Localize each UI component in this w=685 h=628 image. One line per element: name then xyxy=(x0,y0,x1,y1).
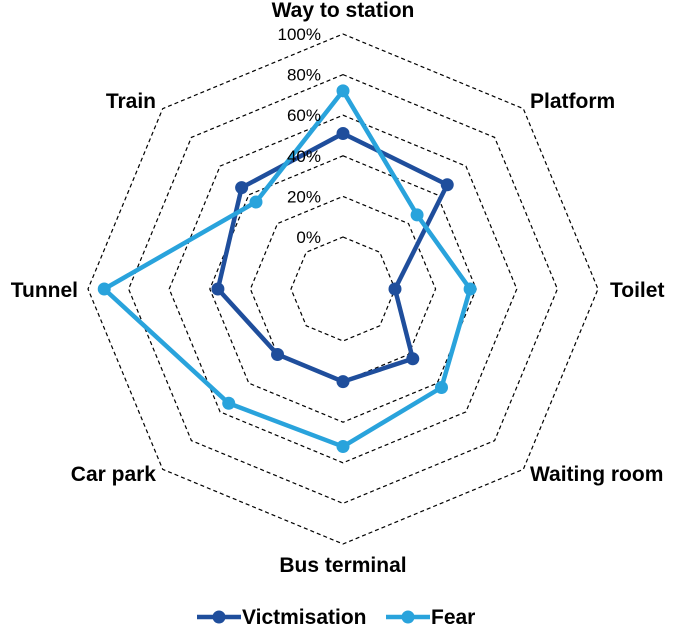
data-point xyxy=(222,396,236,410)
series-0 xyxy=(211,126,454,389)
tick-label: 40% xyxy=(287,147,321,166)
data-point xyxy=(336,440,350,454)
data-point xyxy=(410,208,424,222)
category-label: Way to station xyxy=(272,0,415,22)
category-label: Bus terminal xyxy=(279,554,406,577)
data-point xyxy=(271,347,285,361)
radial-tick-labels: 0% 20% 40% 60% 80% 100% xyxy=(278,25,321,247)
radar-series xyxy=(97,84,477,454)
category-label: Waiting room xyxy=(530,463,663,486)
legend-item: Victmisation xyxy=(197,606,366,628)
legend-item: Fear xyxy=(386,606,475,628)
data-point xyxy=(406,352,420,366)
data-point xyxy=(388,282,402,296)
data-point xyxy=(249,195,263,209)
data-point xyxy=(463,282,477,296)
data-point xyxy=(336,126,350,140)
legend: Victmisation Fear xyxy=(197,606,475,628)
series-line xyxy=(215,131,450,384)
legend-marker xyxy=(401,610,415,624)
data-point xyxy=(440,178,454,192)
data-point xyxy=(434,380,448,394)
series-1 xyxy=(97,84,477,454)
series-line xyxy=(101,88,473,449)
tick-label: 0% xyxy=(296,228,321,247)
data-point xyxy=(211,282,225,296)
grid-ring xyxy=(290,236,396,342)
legend-label: Fear xyxy=(431,606,475,628)
data-point xyxy=(336,375,350,389)
data-point xyxy=(336,84,350,98)
grid-ring xyxy=(168,114,518,464)
tick-label: 100% xyxy=(278,25,321,44)
legend-label: Victmisation xyxy=(242,606,366,628)
legend-marker xyxy=(212,610,226,624)
tick-label: 20% xyxy=(287,187,321,206)
tick-label: 60% xyxy=(287,106,321,125)
tick-label: 80% xyxy=(287,66,321,85)
grid-ring xyxy=(127,73,559,505)
category-label: Tunnel xyxy=(11,279,78,302)
category-label: Car park xyxy=(71,463,157,486)
radar-grid xyxy=(87,33,599,545)
grid-ring xyxy=(209,155,477,423)
data-point xyxy=(97,282,111,296)
grid-ring xyxy=(87,33,599,545)
category-label: Toilet xyxy=(610,279,664,302)
data-point xyxy=(235,181,249,195)
category-label: Platform xyxy=(530,90,615,113)
category-label: Train xyxy=(106,90,156,113)
